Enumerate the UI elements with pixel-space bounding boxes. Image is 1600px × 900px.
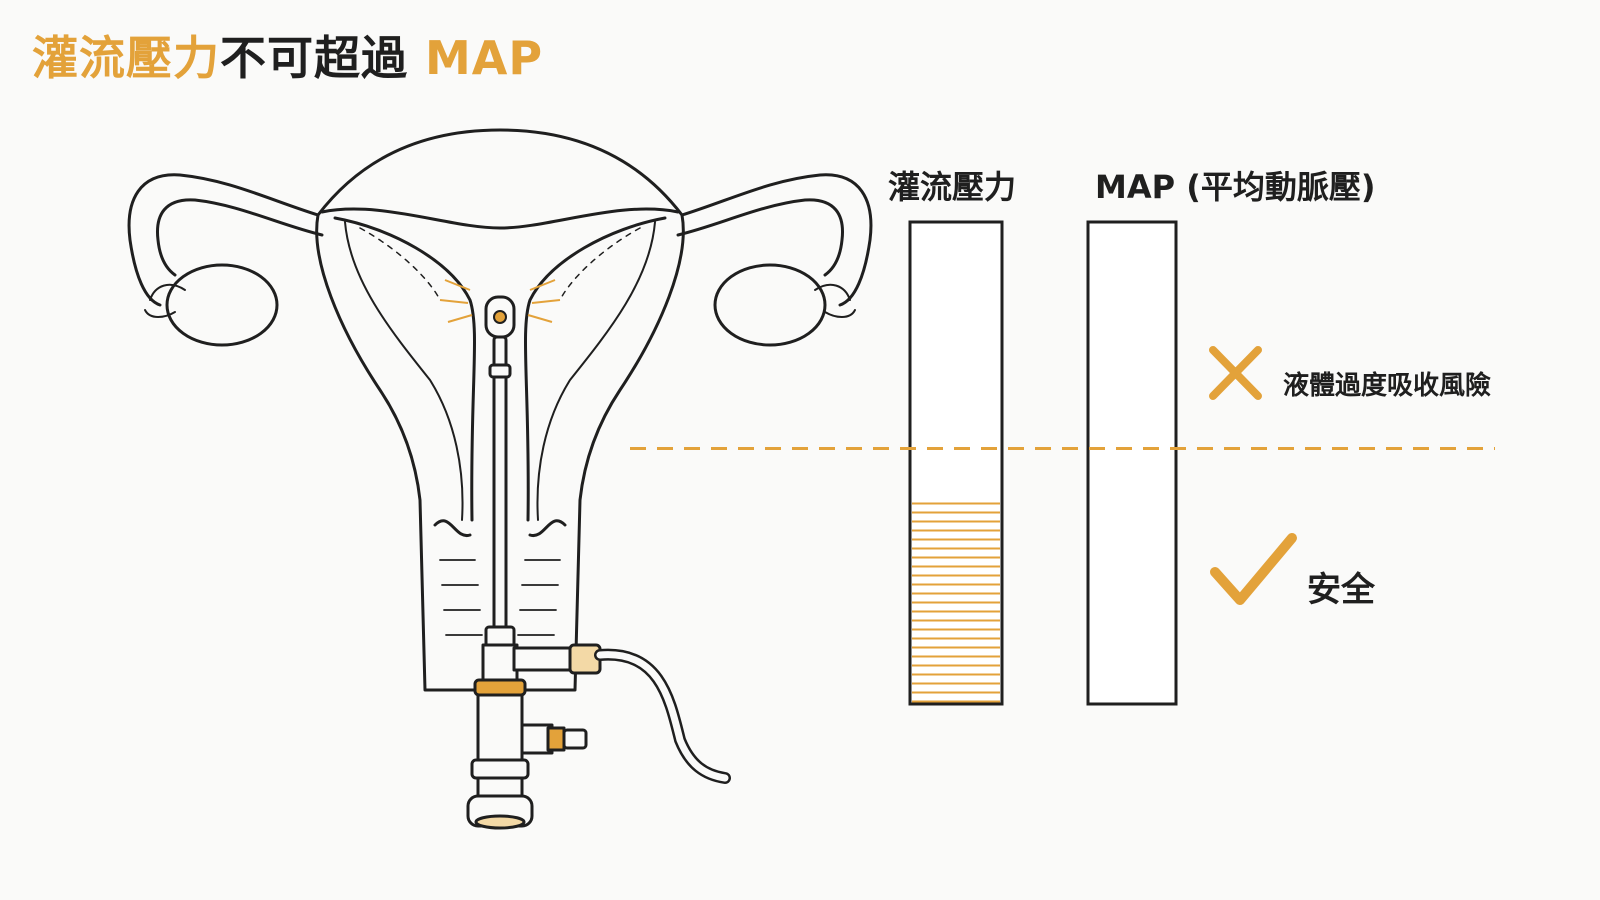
risk-note: 液體過度吸收風險	[1283, 371, 1492, 401]
uterus-illustration	[127, 128, 873, 692]
hysteroscope	[439, 279, 602, 830]
pressure-bars	[908, 220, 1178, 706]
check-icon	[1210, 533, 1297, 605]
map-bar	[1086, 220, 1178, 706]
title-accent-perfusion: 灌流壓力	[32, 31, 220, 85]
perfusion-bar	[908, 220, 1004, 706]
title-accent-map: MAP	[425, 31, 544, 85]
map-label: MAP (平均動脈壓)	[1095, 168, 1376, 206]
cross-icon	[1209, 346, 1262, 400]
safe-note: 安全	[1307, 570, 1375, 610]
inflow-tubing	[594, 648, 731, 784]
light-rays	[439, 279, 561, 323]
title-middle: 不可超過	[220, 31, 426, 85]
perfusion-fill	[912, 502, 1000, 703]
perfusion-pressure-label: 灌流壓力	[888, 168, 1017, 206]
page-title: 灌流壓力不可超過 MAP	[32, 22, 543, 88]
